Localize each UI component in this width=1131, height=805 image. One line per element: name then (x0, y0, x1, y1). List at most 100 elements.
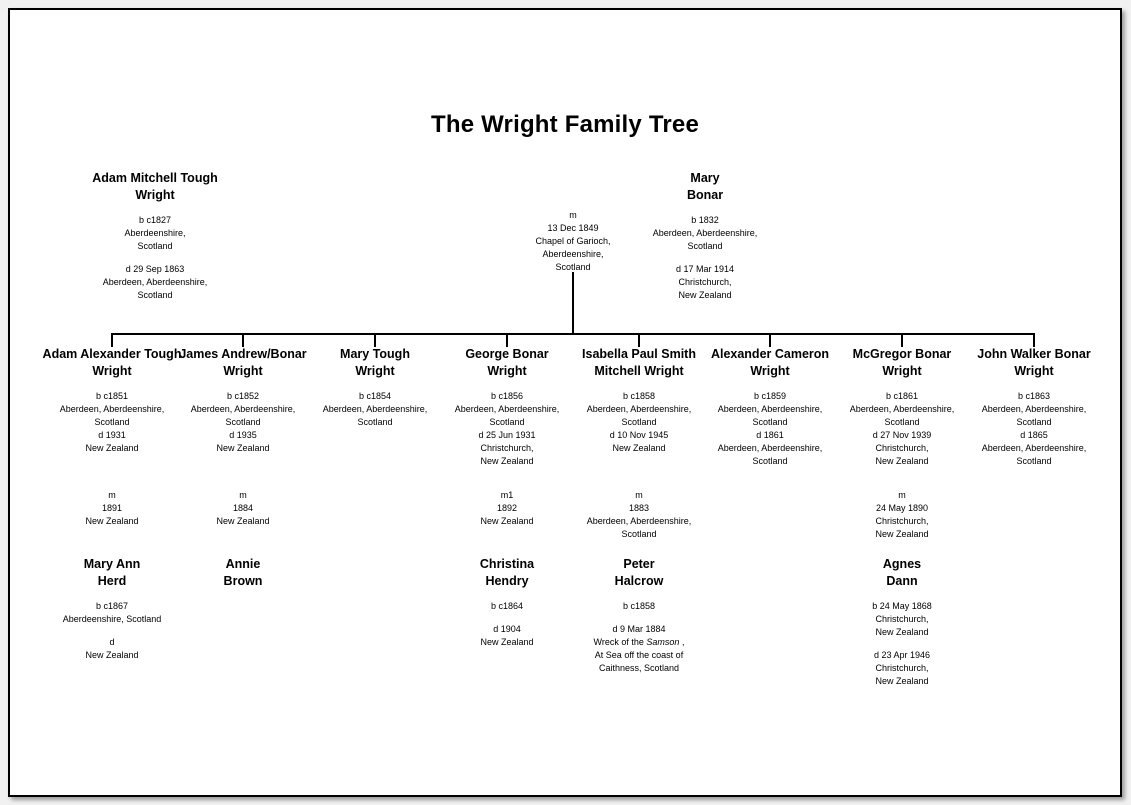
person-name-line: Mary Ann (83, 557, 141, 571)
detail-line: d 29 Sep 1863 (125, 264, 185, 274)
person-name-line: Wright (355, 364, 395, 378)
detail-line: Scotland (489, 417, 525, 427)
detail-line: d 27 Nov 1939 (872, 430, 932, 440)
person-name-line: Alexander Cameron (710, 347, 830, 361)
detail-line: New Zealand (678, 290, 732, 300)
detail-line: b c1867 (95, 601, 129, 611)
detail-line: Christchurch, (678, 277, 732, 287)
detail-line: b c1856 (490, 391, 524, 401)
detail-line: b 1832 (691, 215, 719, 225)
marriage-marker: m (108, 490, 116, 500)
marriage-marker: m (239, 490, 247, 500)
detail-line: New Zealand (85, 443, 139, 453)
detail-line: New Zealand (480, 637, 534, 647)
person-name-line: Adam Mitchell Tough (92, 171, 218, 185)
detail-line: Scotland (884, 417, 920, 427)
page-title: The Wright Family Tree (430, 111, 699, 138)
family-tree-canvas: The Wright Family Tree Adam Mitchell Tou… (10, 10, 1120, 795)
person-name-line: Wright (223, 364, 263, 378)
detail-line: b c1851 (95, 391, 129, 401)
detail-line: Christchurch, (480, 443, 534, 453)
person-name-line: Wright (882, 364, 922, 378)
child-drop-line (111, 333, 113, 347)
person-name-line: Hendry (485, 574, 529, 588)
detail-line: Scotland (137, 290, 173, 300)
marriage-detail-line: 1884 (232, 503, 254, 513)
detail-line: Aberdeen, Aberdeenshire, (981, 404, 1087, 414)
marriage-detail-line: New Zealand (875, 529, 929, 539)
detail-line: New Zealand (480, 456, 534, 466)
detail-line: Aberdeenshire, Scotland (62, 614, 162, 624)
document-page: The Wright Family Tree Adam Mitchell Tou… (8, 8, 1122, 797)
child-drop-line (769, 333, 771, 347)
person-name-line: Mary Tough (340, 347, 410, 361)
detail-line: d 1931 (98, 430, 126, 440)
marriage-detail-line: 1892 (496, 503, 518, 513)
marriage-detail-line: New Zealand (216, 516, 270, 526)
detail-line: At Sea off the coast of (594, 650, 684, 660)
person-name-line: James Andrew/Bonar (179, 347, 307, 361)
detail-line: Scotland (225, 417, 261, 427)
marriage-detail-line: Christchurch, (875, 516, 929, 526)
detail-line: Aberdeen, Aberdeenshire, (190, 404, 296, 414)
detail-line: Aberdeen, Aberdeenshire, (322, 404, 428, 414)
detail-line: b c1861 (885, 391, 919, 401)
person-name-line: Mary (690, 171, 720, 185)
detail-line: d 1904 (493, 624, 521, 634)
person-name-line: Dann (886, 574, 918, 588)
person-name-line: Wright (135, 188, 175, 202)
child-drop-line (1033, 333, 1035, 347)
detail-line: New Zealand (875, 456, 929, 466)
detail-line: d 1865 (1020, 430, 1048, 440)
detail-line: b c1852 (226, 391, 260, 401)
detail-line: Aberdeenshire, (124, 228, 186, 238)
detail-line: b c1827 (138, 215, 172, 225)
marriage-detail-line: Scotland (621, 529, 657, 539)
detail-line: b c1864 (490, 601, 524, 611)
detail-line: Aberdeen, Aberdeenshire, (102, 277, 208, 287)
detail-line: New Zealand (875, 676, 929, 686)
person-name-line: Bonar (686, 188, 724, 202)
marriage-marker: m1 (500, 490, 514, 500)
